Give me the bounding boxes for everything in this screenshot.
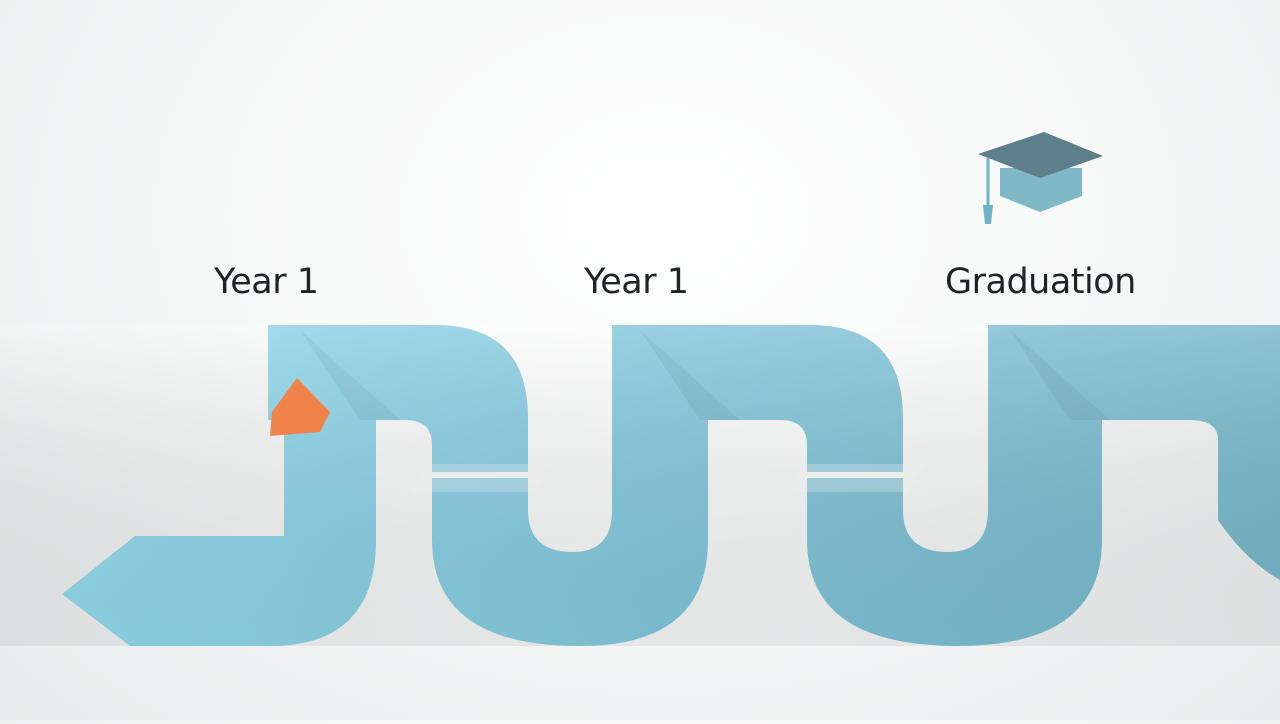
graduation-cap-icon (978, 132, 1103, 224)
fold-shadow-1 (300, 330, 400, 420)
band-shading (0, 325, 1280, 646)
fold-shadow-3 (1010, 330, 1110, 420)
milestone-label-2: Year 1 (584, 262, 689, 302)
milestone-label-1: Year 1 (214, 262, 319, 302)
fold-shadow-2 (640, 330, 740, 420)
orange-arrowhead-icon (270, 378, 330, 436)
milestone-label-graduation: Graduation (945, 262, 1136, 302)
serpentine-timeline-band (0, 325, 1280, 646)
